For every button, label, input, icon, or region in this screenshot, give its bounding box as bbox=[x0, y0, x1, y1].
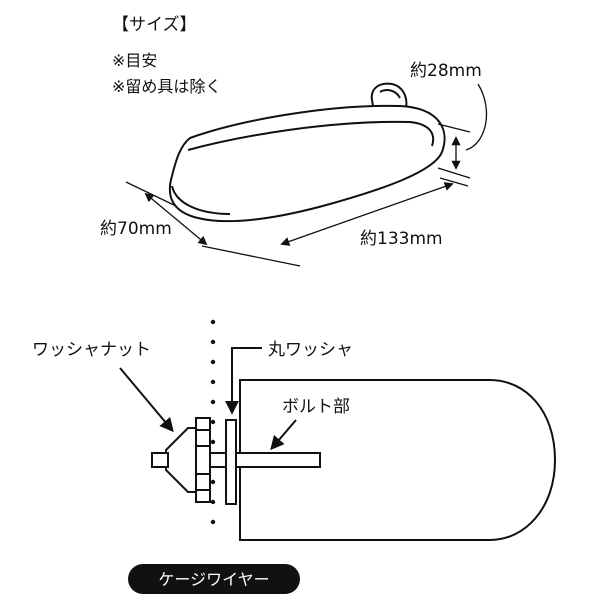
body-outline bbox=[168, 104, 446, 223]
cage-wire-tag: ケージワイヤー bbox=[128, 564, 300, 594]
cage-wire-tag-text: ケージワイヤー bbox=[158, 570, 269, 589]
size-section: 【サイズ】 ※目安 ※留め具は除く 約28mm bbox=[100, 15, 488, 267]
width-dimension bbox=[125, 181, 301, 267]
bolt-label: ボルト部 bbox=[282, 397, 350, 417]
washer-nut-label: ワッシャナット bbox=[32, 340, 151, 360]
cage-wire-dotted-line bbox=[210, 319, 216, 525]
body-side-view bbox=[239, 379, 557, 541]
size-heading: 【サイズ】 bbox=[112, 15, 197, 35]
length-dimension bbox=[280, 177, 469, 246]
note-approx: ※目安 bbox=[112, 51, 157, 70]
washer-nut bbox=[151, 417, 211, 503]
bolt-arrow bbox=[270, 419, 297, 451]
assembly-section: ワッシャナット 丸ワッシャ ボルト部 ケージワイヤー bbox=[32, 319, 557, 594]
width-label: 約70mm bbox=[100, 219, 172, 239]
length-label: 約133mm bbox=[360, 229, 443, 249]
note-fastener-excluded: ※留め具は除く bbox=[112, 77, 221, 96]
height-dimension bbox=[437, 83, 488, 179]
height-label: 約28mm bbox=[410, 61, 482, 81]
round-washer-leader bbox=[225, 347, 262, 415]
round-washer-label: 丸ワッシャ bbox=[268, 340, 353, 360]
round-washer bbox=[225, 419, 237, 505]
washer-nut-arrow bbox=[119, 367, 174, 433]
